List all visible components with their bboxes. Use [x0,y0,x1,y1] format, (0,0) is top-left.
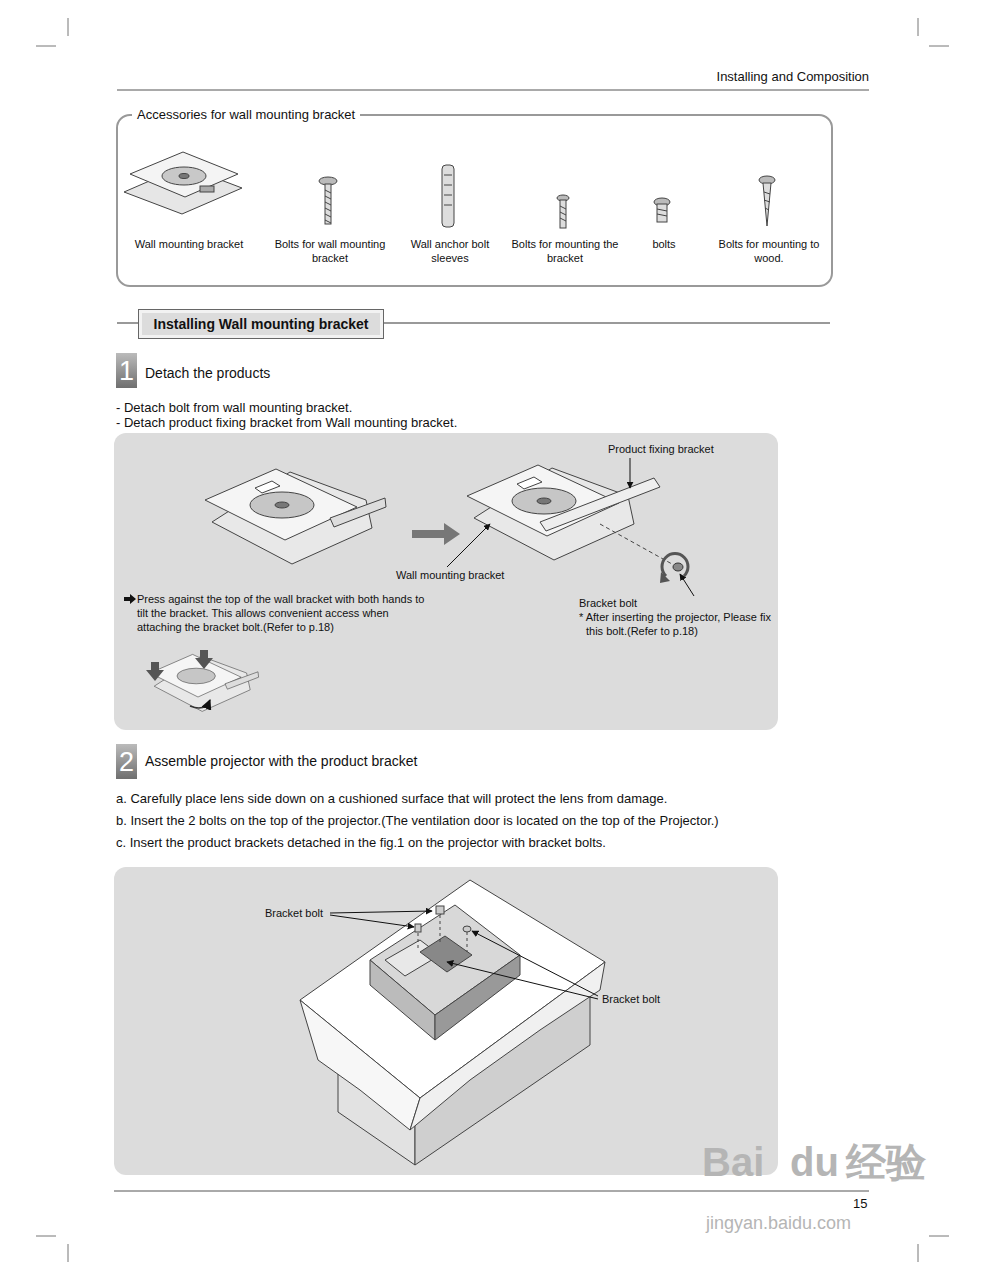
page-number: 15 [853,1196,867,1212]
part-label: bolts [634,237,694,251]
part-label: Wall mounting bracket [124,237,254,251]
step-title: Detach the products [145,364,270,382]
part-label: Bolts for mounting to wood. [718,237,820,265]
section-heading-box: Installing Wall mounting bracket [138,309,384,339]
step-title: Assemble projector with the product brac… [145,752,417,770]
part-label: Bolts for mounting the bracket [510,237,620,265]
watermark: jingyan.baidu.com [706,1212,851,1234]
running-header: Installing and Composition [560,69,869,85]
note-text: Press against the top of the wall bracke… [137,592,427,634]
part-label: Wall anchor bolt sleeves [400,237,500,265]
step-tab: 1 [116,353,137,388]
watermark: du [790,1140,839,1184]
instruction: - Detach product fixing bracket from Wal… [116,415,816,431]
callout-label: Bracket bolt [579,596,637,610]
panel-heading: Accessories for wall mounting bracket [132,107,360,123]
accessories-panel: Accessories for wall mounting bracketWal… [116,114,833,287]
note-text: * After inserting the projector, Please … [579,610,781,638]
watermark: Bai [702,1140,764,1184]
step-number: 2 [119,747,134,777]
figure-panel: Product fixing bracketWall mounting brac… [114,433,778,730]
instruction: a. Carefully place lens side down on a c… [116,791,936,807]
figure-panel: Bracket boltBracket bolt [114,867,778,1175]
callout-label: Wall mounting bracket [396,568,504,582]
callout-label: Bracket bolt [602,992,660,1006]
step-number: 1 [119,356,134,386]
section-heading: Installing Wall mounting bracket [154,316,369,332]
step-tab: 2 [116,744,137,779]
part-label: Bolts for wall mounting bracket [265,237,395,265]
instruction: c. Insert the product brackets detached … [116,835,936,851]
instruction: b. Insert the 2 bolts on the top of the … [116,813,936,829]
watermark: 经验 [846,1140,926,1184]
callout-label: Product fixing bracket [608,442,714,456]
callout-label: Bracket bolt [265,906,323,920]
instruction: - Detach bolt from wall mounting bracket… [116,400,816,416]
